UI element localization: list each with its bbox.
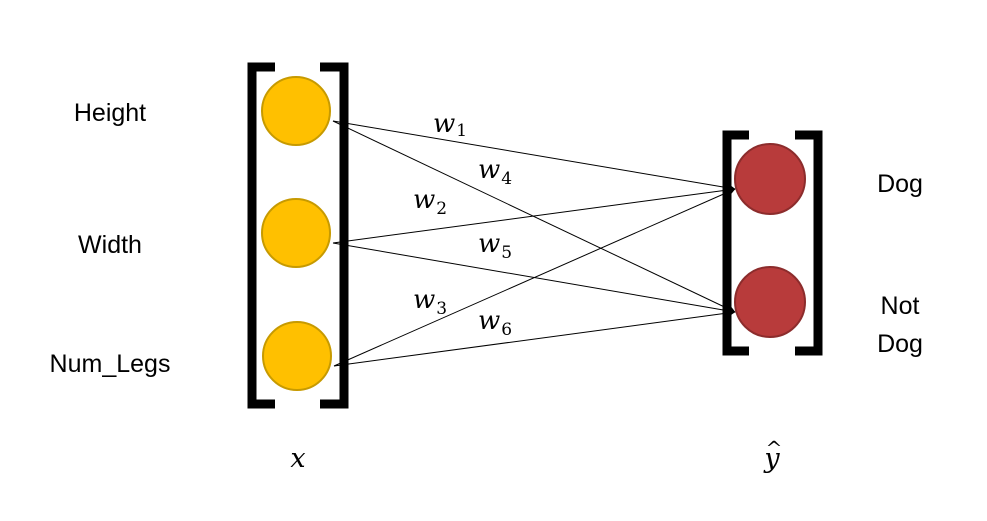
class-label-not: Not xyxy=(881,292,920,320)
input-vector-label: x xyxy=(290,443,305,474)
input-nodes xyxy=(261,76,332,391)
svg-text:w3: w3 xyxy=(413,285,447,319)
input-vector-bracket xyxy=(247,62,349,409)
weight-label-w4: w4 xyxy=(478,155,512,189)
svg-text:w6: w6 xyxy=(478,306,512,340)
svg-text:y: y xyxy=(763,443,780,474)
feature-label-num-legs: Num_Legs xyxy=(50,350,171,378)
feature-label-height: Height xyxy=(74,99,146,127)
output-node-not-dog xyxy=(734,266,806,338)
edge-w1 xyxy=(332,120,736,192)
feature-label-width: Width xyxy=(78,231,142,259)
input-node-height xyxy=(261,76,331,146)
output-vector-bracket xyxy=(722,130,823,356)
input-node-num-legs xyxy=(262,321,332,391)
output-nodes xyxy=(734,143,806,338)
weight-label-w6: w6 xyxy=(478,306,512,340)
output-node-dog xyxy=(734,143,806,215)
edge-w3 xyxy=(333,188,736,367)
svg-text:w2: w2 xyxy=(413,185,447,219)
svg-text:w5: w5 xyxy=(478,229,512,263)
output-vector-label: y ^ xyxy=(763,436,782,474)
hat-accent: ^ xyxy=(766,436,783,460)
edge-w6 xyxy=(333,309,736,367)
class-label-not-dog: Dog xyxy=(877,330,923,358)
svg-text:w4: w4 xyxy=(478,155,512,189)
weight-label-w5: w5 xyxy=(478,229,512,263)
class-label-dog: Dog xyxy=(877,170,923,198)
weight-connections xyxy=(332,120,736,367)
weight-label-w1: w1 xyxy=(433,109,467,141)
weight-label-w2: w2 xyxy=(413,185,447,219)
weight-label-w3: w3 xyxy=(413,285,447,319)
svg-text:w1: w1 xyxy=(433,109,467,141)
input-node-width xyxy=(261,198,331,268)
edge-w2 xyxy=(332,186,736,244)
